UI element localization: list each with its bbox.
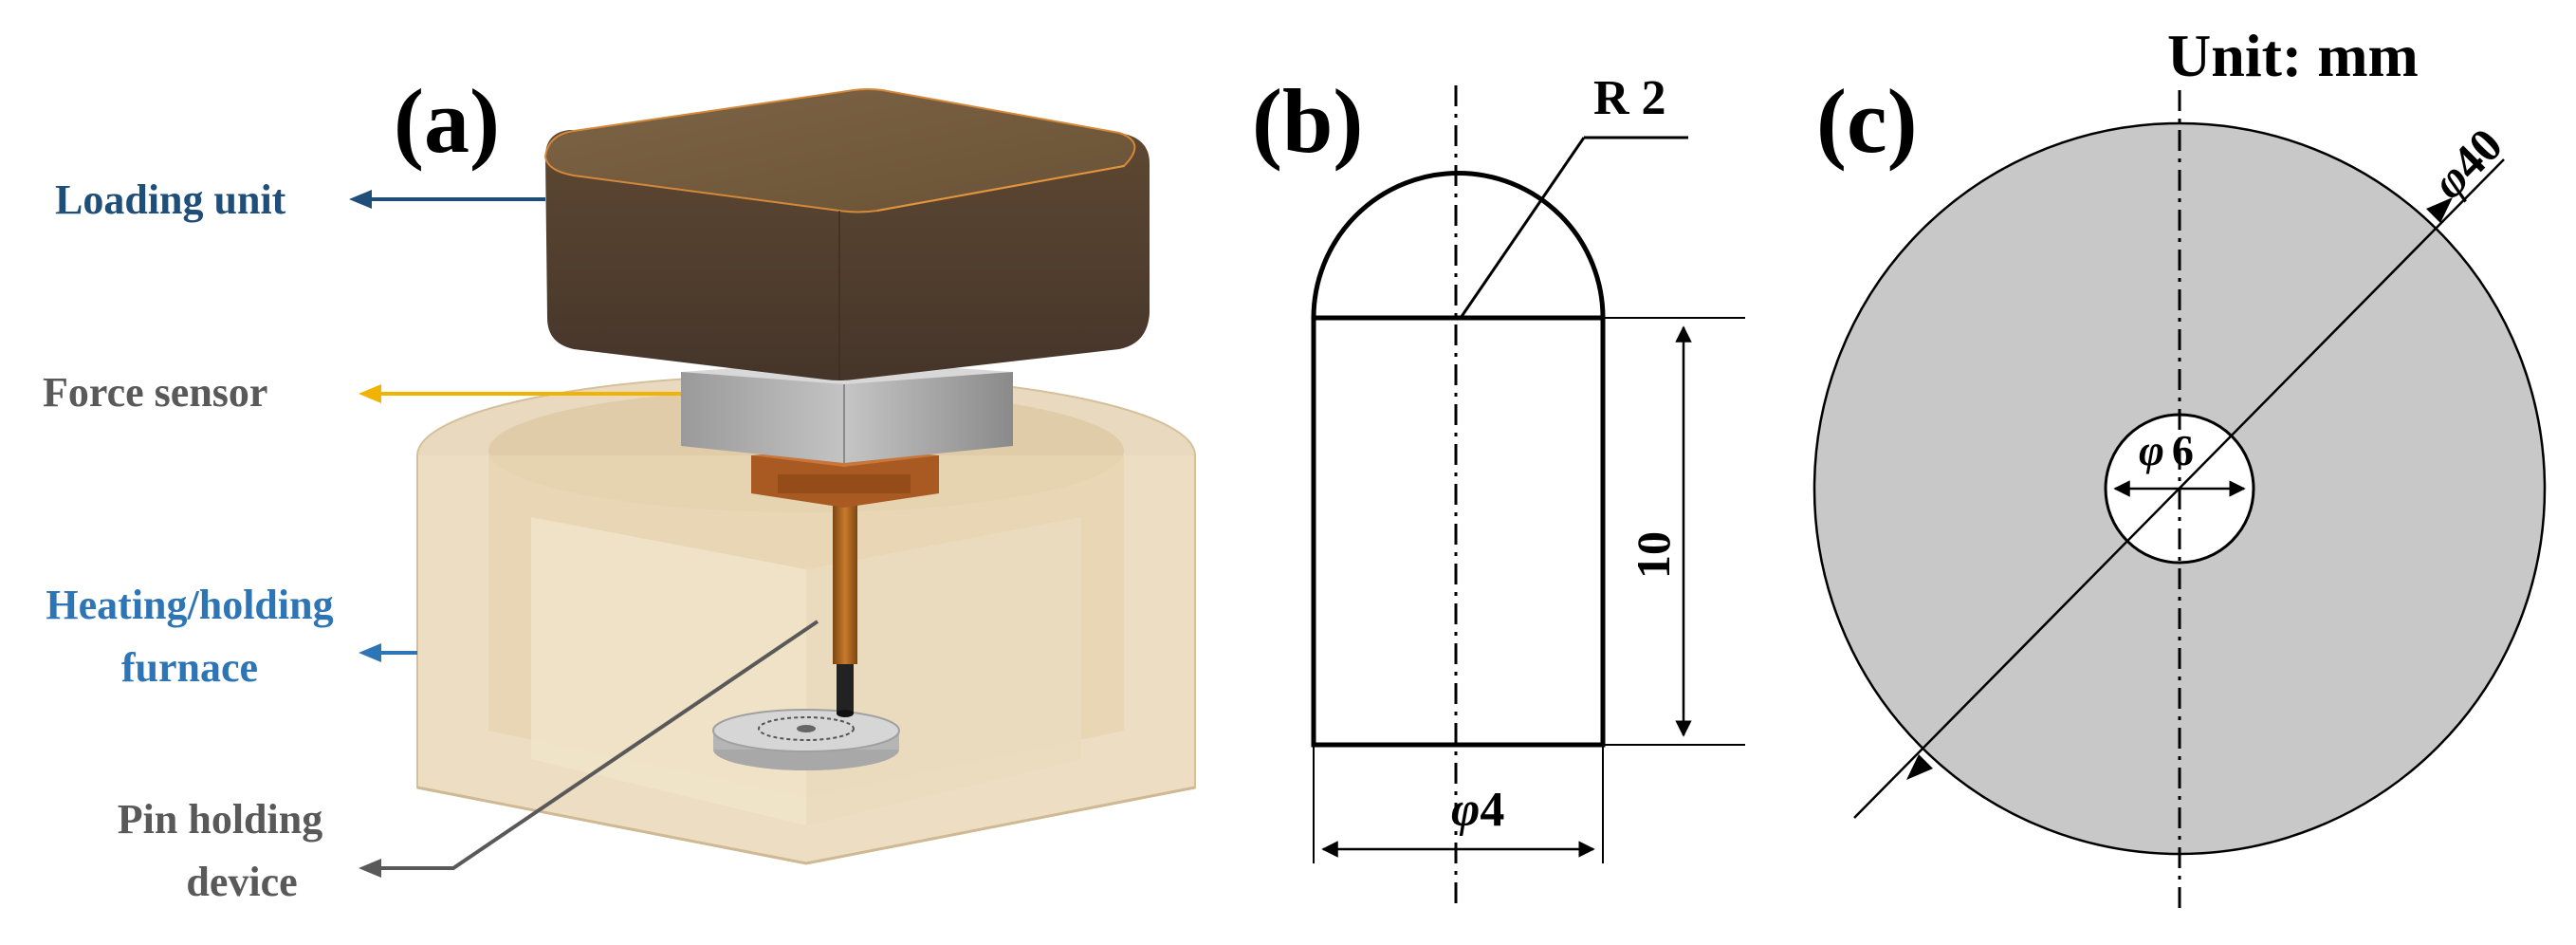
unit-label: Unit: mm (2167, 22, 2419, 89)
pin-holding-disk (712, 709, 900, 770)
outer-diameter-arrow-upper (2426, 197, 2453, 223)
panel-a: (a) Loading unit Force sensor Heating/ho… (43, 70, 1196, 905)
panel-c-label: (c) (1816, 70, 1918, 172)
heating-furnace-label-line1: Heating/holding (46, 582, 333, 628)
pin-hemisphere-outline (1311, 171, 1606, 319)
loading-unit-label: Loading unit (55, 176, 286, 223)
height-label: 10 (1627, 531, 1680, 579)
panel-b-label: (b) (1252, 70, 1363, 172)
panel-a-label: (a) (394, 70, 500, 172)
outer-diameter-label: φ40 (2421, 118, 2512, 209)
callout-arrows (349, 190, 819, 878)
pin-device-arrowhead (359, 859, 381, 878)
phi-symbol-icon: φ (1451, 783, 1480, 837)
diameter-value: 4 (1480, 783, 1504, 837)
radius-label: R 2 (1593, 71, 1666, 125)
heating-furnace-label-line2: furnace (121, 644, 258, 691)
phi-symbol-icon-inner: φ (2139, 426, 2164, 474)
inner-diameter-value: 6 (2172, 426, 2194, 474)
pin-body-outline (1311, 315, 1606, 748)
outer-diameter-arrow-lower (1906, 754, 1933, 780)
pin-device-label-line2: device (186, 859, 297, 905)
loading-unit-box (543, 88, 1150, 380)
force-sensor-label: Force sensor (43, 369, 267, 416)
loading-unit-arrowhead (349, 190, 372, 209)
diameter-label: φ4 (1451, 783, 1504, 837)
radius-leader (1459, 137, 1586, 319)
pin-device-label-line1: Pin holding (118, 796, 322, 843)
pin-rod (833, 503, 857, 717)
heating-furnace-arrowhead (359, 643, 381, 662)
panel-b: (b) R 2 10 φ4 (1252, 70, 1745, 911)
pin-device-leader (375, 620, 819, 870)
force-sensor-arrowhead (359, 384, 381, 403)
